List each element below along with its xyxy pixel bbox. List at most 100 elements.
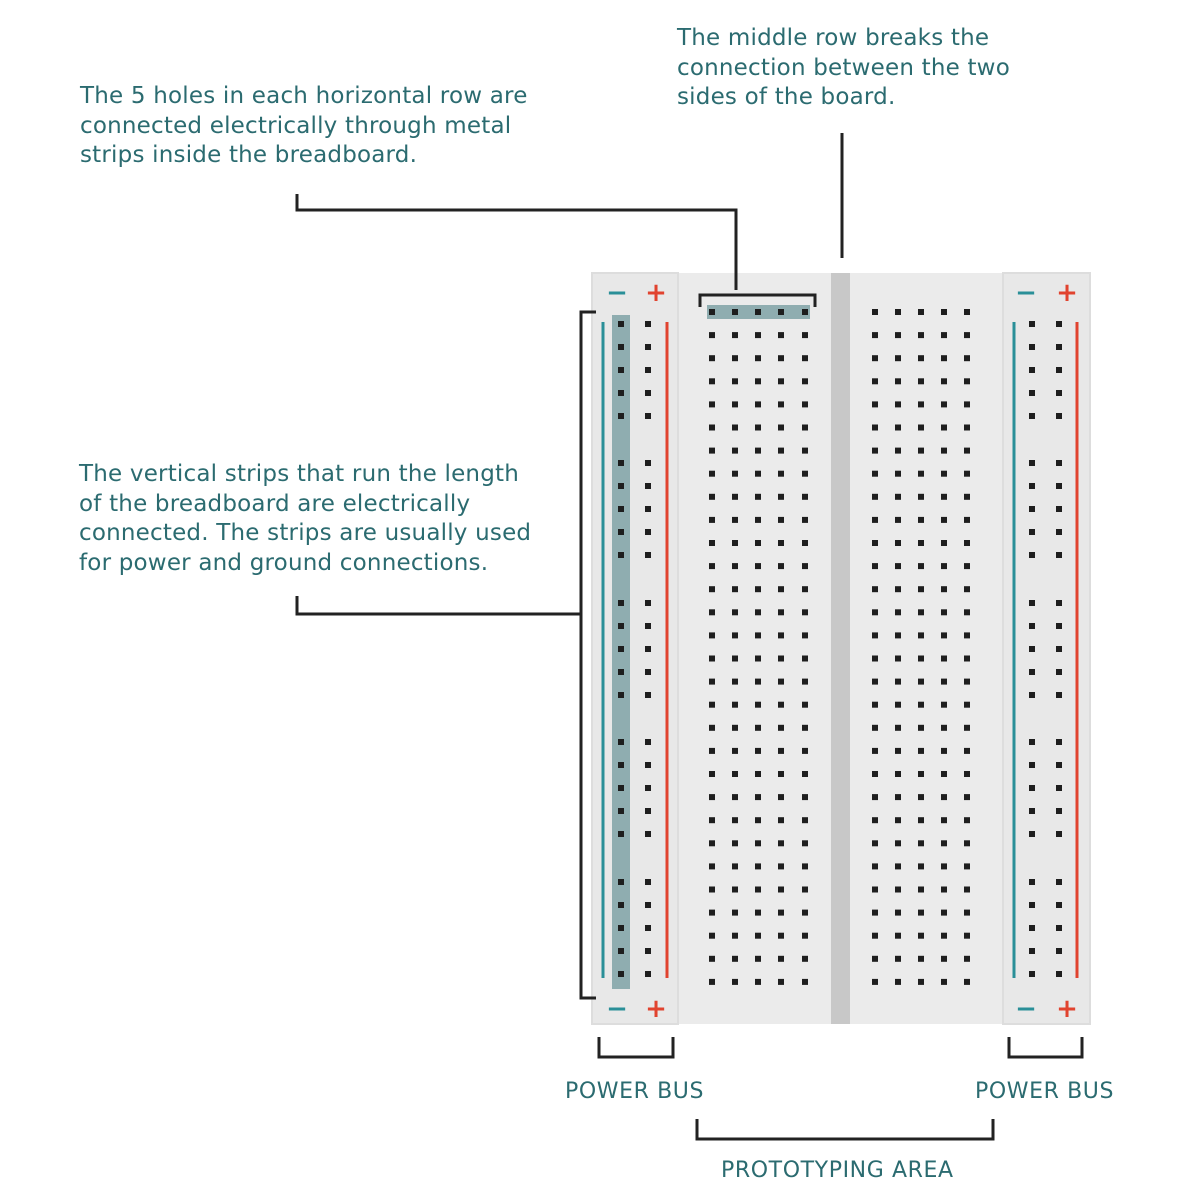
hole [618,831,624,837]
annotation-horizontal-rows: The 5 holes in each horizontal row are c… [80,82,528,171]
prototyping-area-label: PROTOTYPING AREA [721,1158,954,1183]
hole [709,332,715,339]
hole [755,586,761,593]
hole [755,701,761,708]
hole [1056,831,1062,837]
hole [645,669,651,675]
hole [732,932,738,939]
hole [1029,669,1035,675]
hole [755,609,761,616]
hole [802,447,808,454]
hole [1056,808,1062,814]
hole [778,332,784,339]
hole [1029,925,1035,931]
hole [941,978,947,985]
hole [778,563,784,570]
hole [645,529,651,535]
hole [732,747,738,754]
hole [802,470,808,477]
hole [895,771,901,777]
hole [645,623,651,629]
hole [732,586,738,593]
hole [895,332,901,339]
hole [709,355,715,362]
hole [918,355,924,362]
power-bus-left-bracket [597,1037,675,1059]
hole [778,609,784,616]
hole [778,401,784,408]
annotation-line: The middle row breaks the [677,25,990,51]
hole [755,309,761,315]
hole [732,794,738,801]
hole [918,516,924,523]
hole [964,332,970,339]
hole [645,600,651,606]
hole [755,470,761,477]
hole [802,932,808,939]
hole [645,739,651,745]
hole [941,817,947,824]
hole [709,540,715,546]
hole [709,470,715,477]
hole [872,632,878,639]
hole [895,447,901,454]
hole [1029,831,1035,837]
hole [778,771,784,777]
hole [941,955,947,962]
annotation-line: of the breadboard are electrically [79,490,471,517]
hole [895,794,901,801]
hole [732,563,738,570]
hole [964,563,970,570]
hole [645,692,651,698]
hole [755,493,761,500]
hole [918,771,924,777]
hole [709,678,715,685]
hole [872,978,878,985]
hole [709,424,715,431]
hole [802,309,808,315]
hole [1029,808,1035,814]
hole [778,955,784,962]
hole [645,344,651,350]
hole [755,516,761,523]
hole [895,678,901,685]
hole [732,678,738,685]
hole [964,447,970,454]
hole [895,355,901,362]
hole [1029,646,1035,652]
hole [778,863,784,870]
hole [709,724,715,731]
hole [941,886,947,893]
hole [709,909,715,916]
annotation-line: sides of the board. [677,84,896,110]
hole [802,332,808,339]
hole [709,401,715,408]
minus-symbol: − [606,278,628,308]
hole [918,840,924,847]
hole [941,724,947,731]
hole [941,701,947,708]
hole [964,724,970,731]
hole [778,840,784,847]
hole [941,909,947,916]
hole [645,646,651,652]
hole [1029,879,1035,885]
hole [1029,460,1035,466]
hole [802,771,808,777]
hole [918,447,924,454]
callout-line-rows [295,194,738,290]
hole [645,808,651,814]
hole [618,367,624,373]
hole [895,493,901,500]
hole [1056,367,1062,373]
hole [918,678,924,685]
hole [778,470,784,477]
hole [732,424,738,431]
hole [778,678,784,685]
hole [618,902,624,908]
hole [872,771,878,777]
hole [778,516,784,523]
hole [872,678,878,685]
hole [778,978,784,985]
